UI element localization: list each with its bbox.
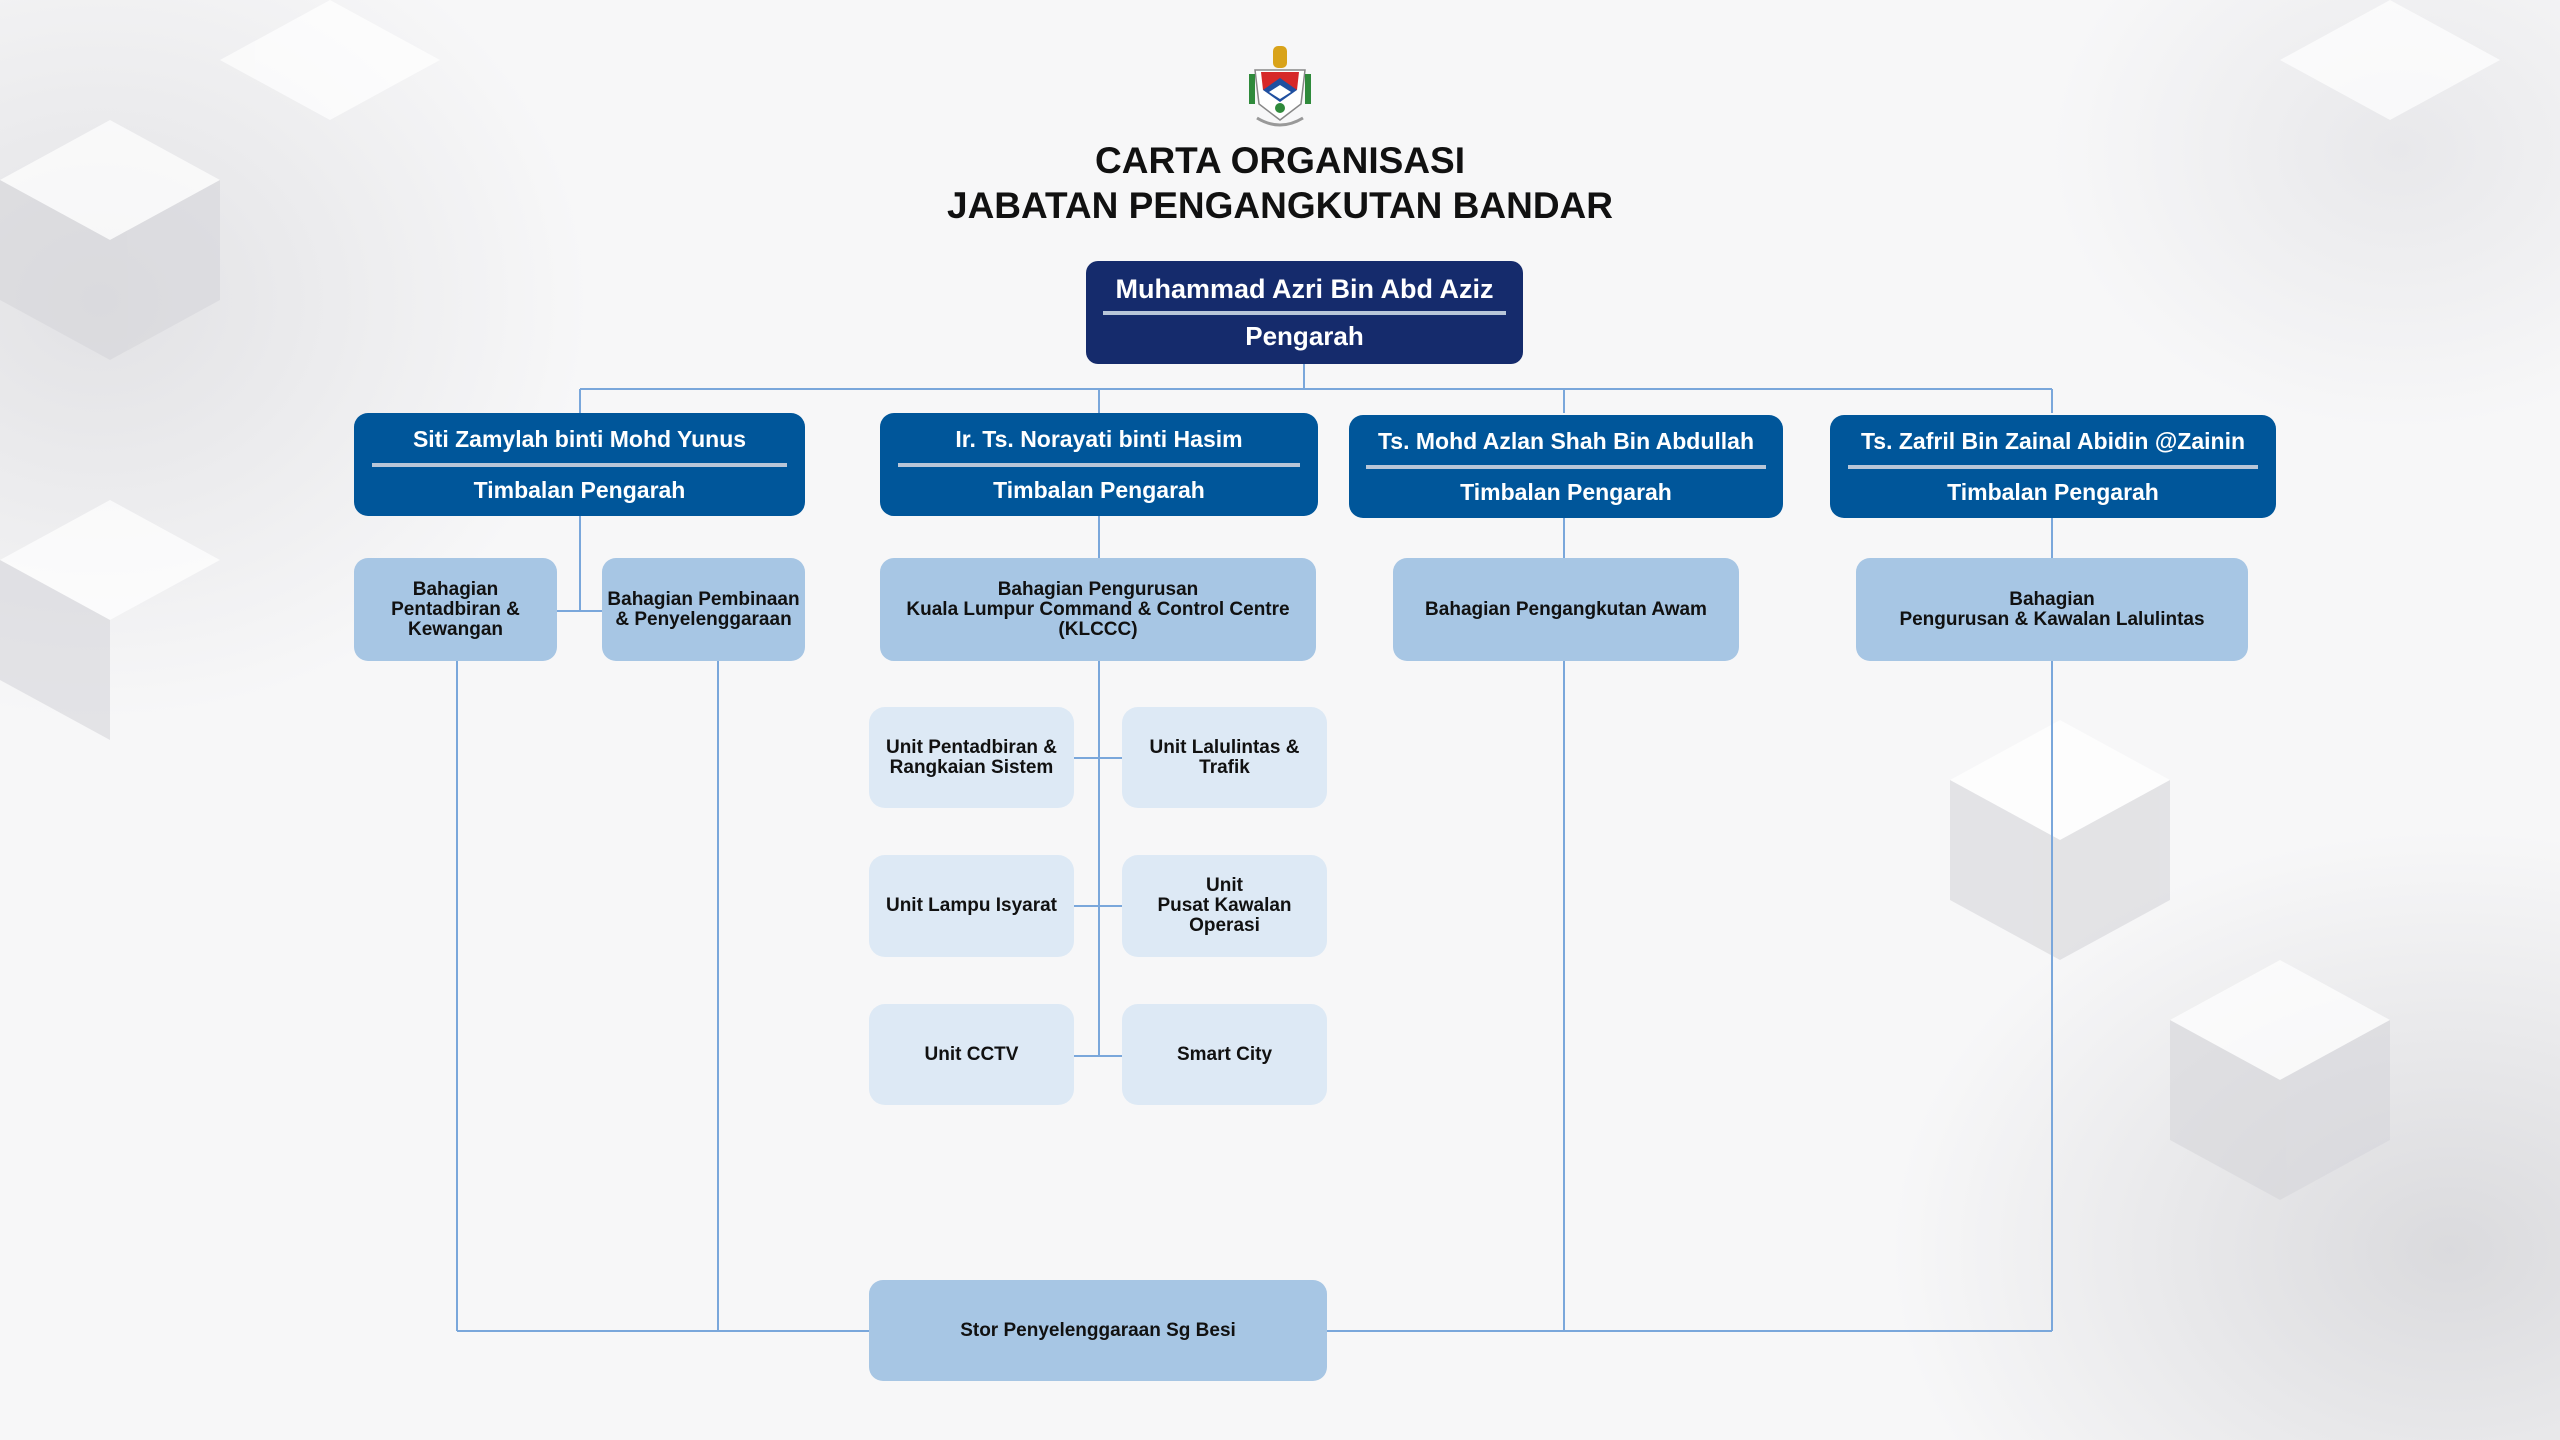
division-label: Bahagian Pembinaan — [607, 588, 800, 610]
unit-label: Trafik — [1199, 756, 1250, 778]
division-box[interactable]: Bahagian Pembinaan & Penyelenggaraan — [602, 558, 805, 661]
unit-box[interactable]: Unit Lampu Isyarat — [869, 855, 1074, 957]
deputy-role: Timbalan Pengarah — [993, 476, 1205, 503]
unit-label: Operasi — [1189, 915, 1260, 936]
division-label: Pentadbiran & — [391, 598, 520, 620]
deputy-name: Ts. Mohd Azlan Shah Bin Abdullah — [1377, 427, 1755, 454]
deputy-role: Timbalan Pengarah — [1460, 478, 1672, 505]
director-role: Pengarah — [1245, 320, 1364, 351]
unit-label: Unit Lalulintas & — [1149, 736, 1300, 758]
deputy-name: Ts. Zafril Bin Zainal Abidin @Zainin — [1860, 427, 2246, 454]
chart-title-line1: CARTA ORGANISASI — [1095, 140, 1465, 181]
divider — [372, 462, 787, 467]
unit-label: Rangkaian Sistem — [889, 756, 1054, 778]
unit-label: Unit Lampu Isyarat — [885, 895, 1058, 916]
division-label: & Penyelenggaraan — [615, 608, 792, 630]
unit-label: Unit — [1206, 875, 1243, 896]
director-box[interactable]: Muhammad Azri Bin Abd Aziz Pengarah — [1086, 261, 1523, 364]
division-label: Bahagian — [412, 578, 499, 600]
unit-label: Unit Pentadbiran & — [885, 736, 1057, 758]
divider — [1366, 464, 1766, 469]
unit-label: Pusat Kawalan — [1157, 895, 1292, 916]
deputy-box[interactable]: Ir. Ts. Norayati binti Hasim Timbalan Pe… — [880, 413, 1318, 516]
unit-label: Smart City — [1176, 1043, 1273, 1065]
divider — [1847, 464, 2259, 469]
division-label: Kuala Lumpur Command & Control Centre — [906, 598, 1290, 620]
division-label: Bahagian Pengangkutan Awam — [1425, 598, 1707, 620]
deputy-name: Ir. Ts. Norayati binti Hasim — [955, 425, 1243, 452]
divider — [897, 462, 1301, 467]
director-name: Muhammad Azri Bin Abd Aziz — [1115, 273, 1494, 304]
unit-box[interactable]: Unit Pusat Kawalan Operasi — [1122, 855, 1327, 957]
division-label: Bahagian — [2009, 588, 2095, 610]
store-box[interactable]: Stor Penyelenggaraan Sg Besi — [869, 1280, 1327, 1381]
dbkl-crest-logo — [1249, 46, 1311, 127]
store-label: Stor Penyelenggaraan Sg Besi — [960, 1319, 1236, 1341]
division-label: Kewangan — [407, 618, 504, 640]
unit-box[interactable]: Unit Pentadbiran & Rangkaian Sistem — [869, 707, 1074, 808]
division-box[interactable]: Bahagian Pengangkutan Awam — [1393, 558, 1739, 661]
deputy-role: Timbalan Pengarah — [473, 476, 686, 503]
division-label: Bahagian Pengurusan — [997, 578, 1199, 600]
unit-box[interactable]: Unit Lalulintas & Trafik — [1122, 707, 1327, 808]
division-box[interactable]: Bahagian Pengurusan Kuala Lumpur Command… — [880, 558, 1316, 661]
division-box[interactable]: Bahagian Pentadbiran & Kewangan — [354, 558, 557, 661]
division-label: (KLCCC) — [1058, 618, 1138, 640]
unit-box[interactable]: Unit CCTV — [869, 1004, 1074, 1105]
unit-box[interactable]: Smart City — [1122, 1004, 1327, 1105]
deputy-box[interactable]: Siti Zamylah binti Mohd Yunus Timbalan P… — [354, 413, 805, 516]
deputy-name: Siti Zamylah binti Mohd Yunus — [412, 425, 747, 452]
divider — [1103, 310, 1506, 315]
deputy-box[interactable]: Ts. Mohd Azlan Shah Bin Abdullah Timbala… — [1349, 415, 1783, 518]
deputy-role: Timbalan Pengarah — [1947, 478, 2159, 505]
chart-title-line2: JABATAN PENGANGKUTAN BANDAR — [947, 185, 1613, 226]
division-label: Pengurusan & Kawalan Lalulintas — [1899, 608, 2205, 630]
deputy-box[interactable]: Ts. Zafril Bin Zainal Abidin @Zainin Tim… — [1830, 415, 2276, 518]
unit-label: Unit CCTV — [924, 1043, 1019, 1065]
division-box[interactable]: Bahagian Pengurusan & Kawalan Lalulintas — [1856, 558, 2248, 661]
